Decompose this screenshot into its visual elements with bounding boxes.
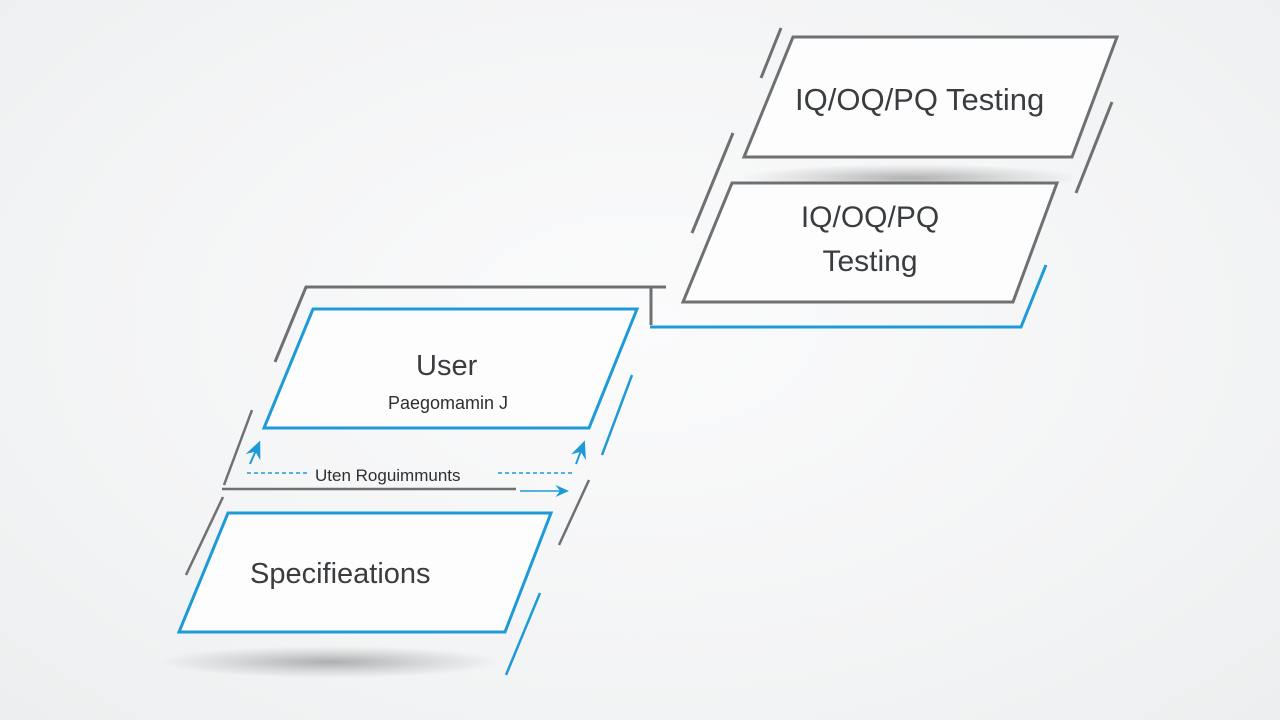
accent-line-spec-bottom <box>504 592 542 676</box>
label-specifications: Specifieations <box>250 558 431 590</box>
label-user: User <box>416 350 478 382</box>
accent-line-mid-left <box>690 132 735 234</box>
shadow-bottom-left <box>160 646 500 678</box>
label-iq-oq-pq-lower-line1: IQ/OQ/PQ <box>800 201 940 234</box>
accent-line-spec-left <box>184 496 225 576</box>
accent-line-top-left <box>759 27 783 79</box>
box-specifications <box>176 511 554 634</box>
label-iq-oq-pq-lower: IQ/OQ/PQ Testing <box>790 196 950 284</box>
box-iq-oq-pq-upper <box>741 35 1120 159</box>
accent-line-user-right <box>600 374 634 456</box>
arrow-up-left <box>245 440 261 465</box>
arrow-up-right <box>570 440 586 465</box>
blue-underline-top-right <box>650 264 1048 329</box>
box-iq-oq-pq-lower <box>680 181 1060 304</box>
box-user <box>261 307 640 430</box>
accent-line-top-right <box>1074 101 1114 194</box>
label-iq-oq-pq-lower-line2: Testing <box>822 245 918 278</box>
accent-line-spec-right <box>557 479 591 546</box>
label-user-subtitle: Paegomamin J <box>388 393 509 413</box>
label-user-requirements: Uten Roguimmunts <box>315 466 461 485</box>
accent-line-user-left <box>222 409 254 486</box>
gray-frame-bottom-left <box>273 285 666 363</box>
label-iq-oq-pq-upper: IQ/OQ/PQ Testing <box>795 82 1045 117</box>
